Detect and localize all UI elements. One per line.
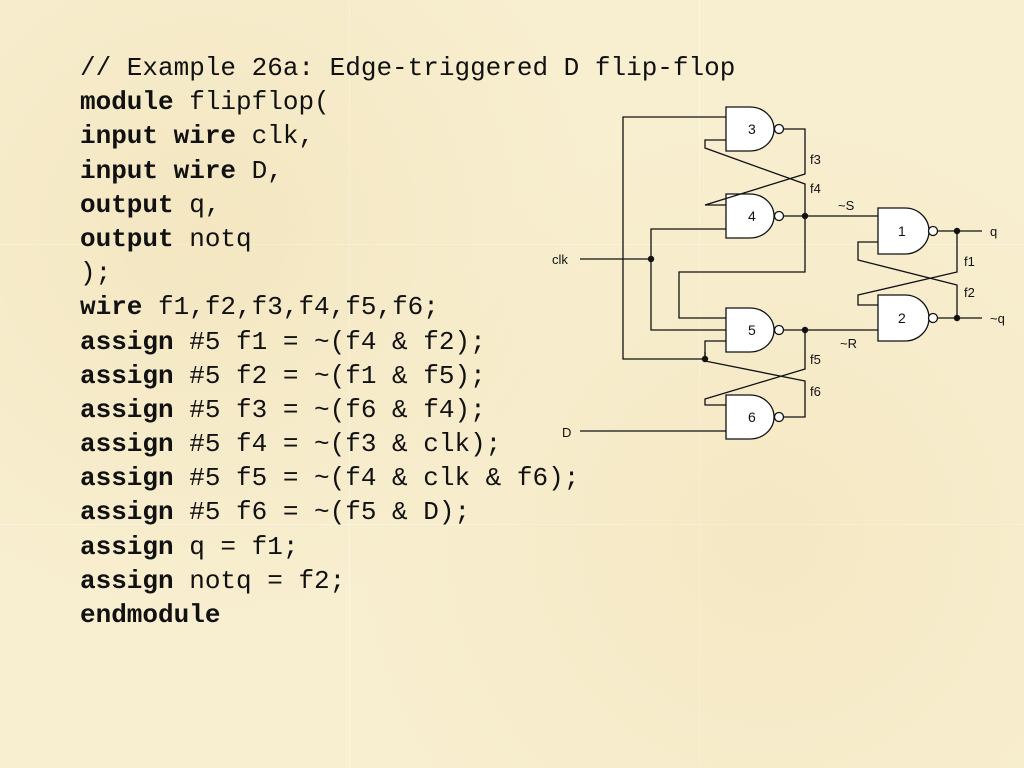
- code-keyword: assign: [80, 429, 174, 460]
- code-line-12: assign #5 f4 = ~(f3 & clk);: [80, 427, 735, 461]
- flip-flop-circuit-diagram: 3 4 5 6 1 2 clk D q ~q ~S ~R f3 f4 f5 f6…: [552, 106, 1005, 440]
- nand-gate-5: [725, 307, 775, 353]
- f3-label: f3: [810, 152, 821, 167]
- junction-f4: [801, 212, 809, 220]
- inverter-bubble-5: [773, 324, 785, 336]
- inverter-bubble-6: [773, 411, 785, 423]
- f6-label: f6: [810, 384, 821, 399]
- code-line-11: assign #5 f3 = ~(f6 & f4);: [80, 393, 735, 427]
- code-keyword: assign: [80, 463, 174, 494]
- wire-f6-out: [704, 340, 806, 418]
- code-line-13: assign #5 f5 = ~(f4 & clk & f6);: [80, 461, 735, 495]
- wire-outer-loop: [622, 116, 726, 360]
- code-line-14: assign #5 f6 = ~(f5 & D);: [80, 495, 735, 529]
- f5-label: f5: [810, 352, 821, 367]
- code-text: notq = f2;: [173, 565, 346, 596]
- junction-q: [953, 227, 961, 235]
- notq-label: ~q: [990, 311, 1005, 326]
- wire-clk-to-4: [650, 228, 726, 259]
- code-line-8: wire f1,f2,f3,f4,f5,f6;: [80, 290, 735, 324]
- code-text: notq: [173, 223, 252, 254]
- code-line-1: // Example 26a: Edge-triggered D flip-fl…: [80, 51, 735, 85]
- gate-1-label: 1: [898, 223, 906, 239]
- f2-label: f2: [964, 285, 975, 300]
- code-text: D,: [236, 155, 283, 186]
- nand-gate-3: [725, 106, 775, 152]
- wire-f4-up: [704, 139, 806, 216]
- code-keyword: assign: [80, 326, 174, 357]
- code-line-5: output q,: [80, 188, 735, 222]
- code-text: #5 f1 = ~(f4 & f2);: [173, 326, 486, 357]
- code-keyword: input wire: [80, 155, 237, 186]
- gate-3-label: 3: [748, 121, 756, 137]
- code-text: #5 f6 = ~(f5 & D);: [173, 497, 471, 528]
- code-keyword: output: [80, 189, 174, 220]
- wire-clk-to-5: [650, 259, 726, 331]
- nand-gate-6: [725, 394, 775, 440]
- code-line-7: );: [80, 256, 735, 290]
- code-text: q = f1;: [173, 531, 299, 562]
- s-bar-label: ~S: [838, 198, 855, 213]
- code-text: #5 f2 = ~(f1 & f5);: [173, 360, 486, 391]
- clk-label: clk: [552, 252, 568, 267]
- code-line-4: input wire D,: [80, 154, 735, 188]
- wire-f1-feedback: [857, 231, 958, 306]
- code-line-9: assign #5 f1 = ~(f4 & f2);: [80, 325, 735, 359]
- wire-f3-out: [704, 128, 806, 206]
- inverter-bubble-4: [773, 210, 785, 222]
- wire-f5-down: [704, 330, 806, 406]
- code-keyword: assign: [80, 497, 174, 528]
- code-keyword: endmodule: [80, 600, 221, 630]
- code-text: // Example 26a: Edge-triggered D flip-fl…: [80, 53, 736, 83]
- code-text: );: [80, 258, 112, 289]
- code-text: #5 f4 = ~(f3 & clk);: [173, 429, 502, 460]
- r-bar-label: ~R: [840, 336, 857, 351]
- code-text: #5 f3 = ~(f6 & f4);: [173, 394, 486, 425]
- wire-f4-down: [678, 216, 806, 319]
- junction-f5: [801, 326, 809, 334]
- code-keyword: assign: [80, 360, 174, 391]
- f4-label: f4: [810, 181, 821, 196]
- q-label: q: [990, 224, 997, 239]
- gate-4-label: 4: [748, 208, 756, 224]
- junction-notq: [953, 314, 961, 322]
- code-keyword: output: [80, 223, 174, 254]
- wire-f2-feedback: [857, 241, 958, 318]
- code-line-2: module flipflop(: [80, 85, 735, 119]
- code-keyword: assign: [80, 531, 174, 562]
- gate-6-label: 6: [748, 409, 756, 425]
- code-text: clk,: [236, 121, 315, 152]
- code-text: f1,f2,f3,f4,f5,f6;: [142, 292, 439, 323]
- f1-label: f1: [964, 254, 975, 269]
- code-line-16: assign notq = f2;: [80, 564, 735, 598]
- junction-clk: [647, 255, 655, 263]
- inverter-bubble-3: [773, 123, 785, 135]
- code-line-17: endmodule: [80, 598, 735, 632]
- code-text: #5 f5 = ~(f4 & clk & f6);: [173, 463, 580, 494]
- code-keyword: module: [80, 87, 174, 118]
- code-keyword: assign: [80, 394, 174, 425]
- nand-gate-4: [725, 193, 775, 239]
- code-line-10: assign #5 f2 = ~(f1 & f5);: [80, 359, 735, 393]
- code-line-6: output notq: [80, 222, 735, 256]
- inverter-bubble-2: [927, 312, 939, 324]
- code-keyword: input wire: [80, 121, 237, 152]
- d-label: D: [562, 425, 571, 440]
- code-keyword: assign: [80, 565, 174, 596]
- code-text: flipflop(: [173, 87, 330, 118]
- verilog-code-listing: // Example 26a: Edge-triggered D flip-fl…: [80, 51, 735, 632]
- gate-5-label: 5: [748, 322, 756, 338]
- code-line-15: assign q = f1;: [80, 530, 735, 564]
- junction-loop: [701, 355, 709, 363]
- code-text: q,: [173, 189, 221, 220]
- code-line-3: input wire clk,: [80, 119, 735, 153]
- code-keyword: wire: [80, 292, 143, 323]
- gate-2-label: 2: [898, 310, 906, 326]
- inverter-bubble-1: [927, 225, 939, 237]
